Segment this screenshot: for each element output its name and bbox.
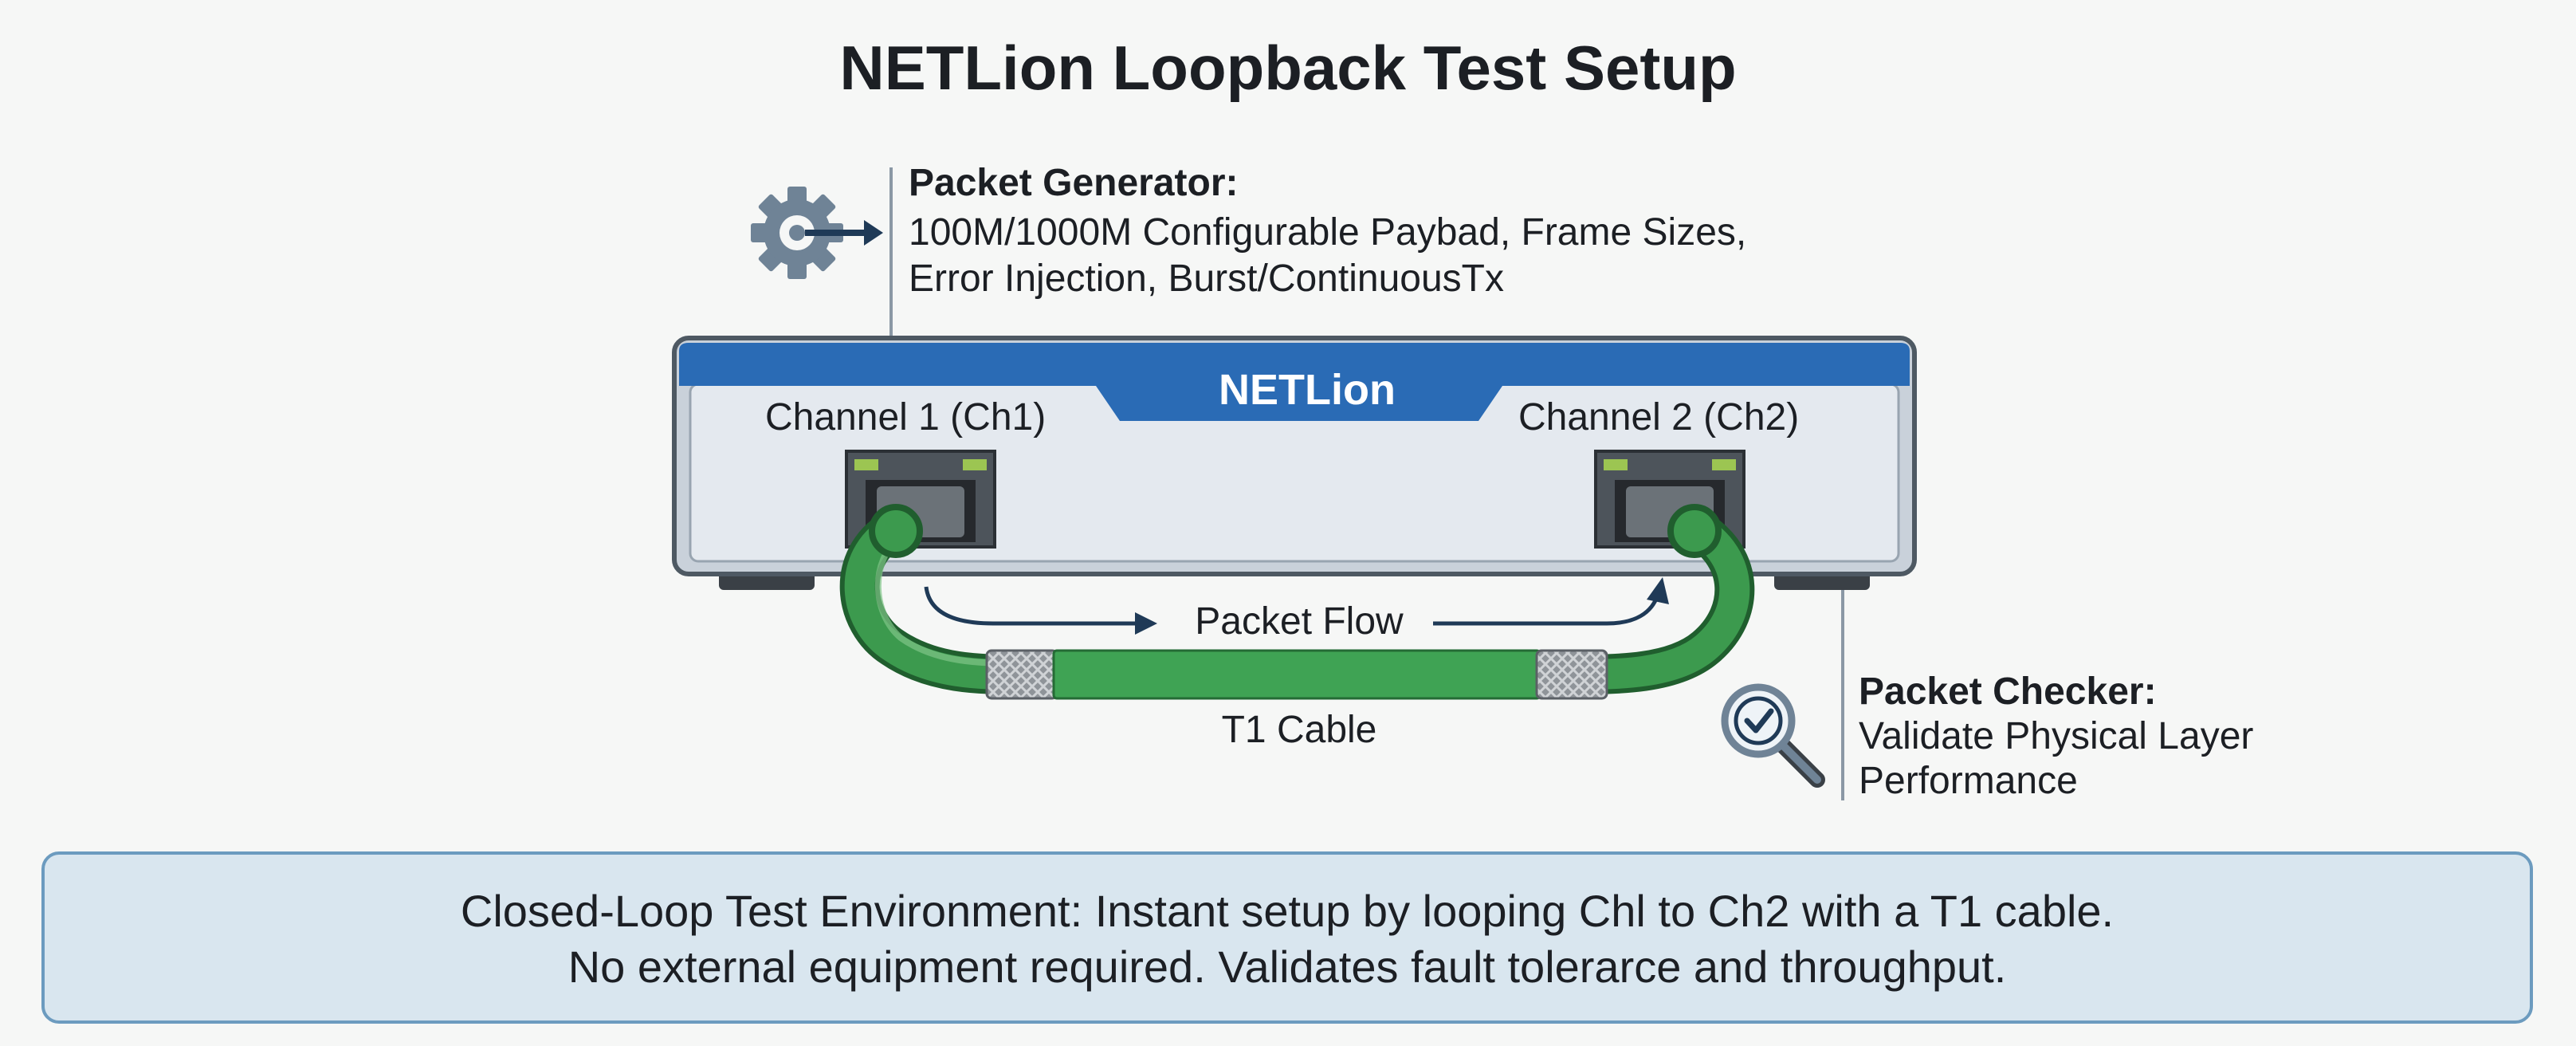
gear-arrow-icon	[751, 187, 883, 279]
cable-braid-left	[985, 649, 1058, 700]
packet-flow-arrow-right	[1433, 594, 1660, 626]
packet-flow-arrow-left	[924, 586, 1138, 626]
cable-plug-left	[869, 504, 923, 558]
checker-title: Packet Checker:	[1859, 670, 2157, 713]
device-brand-label: NETLion	[1219, 366, 1396, 414]
generator-desc-line-2: Error Injection, Burst/ContinuousTx	[909, 258, 1504, 300]
footer-line-2: No external equipment required. Validate…	[567, 942, 2007, 992]
channel-2-label: Channel 2 (Ch2)	[1518, 396, 1800, 438]
channel-1-label: Channel 1 (Ch1)	[765, 396, 1046, 438]
t1-cable-label: T1 Cable	[1221, 709, 1377, 751]
generator-desc-line-1: 100M/1000M Configurable Paybad, Frame Si…	[909, 211, 1747, 254]
packet-flow-label: Packet Flow	[1195, 600, 1404, 643]
device-brand-band	[679, 343, 1910, 421]
magnifier-check-icon	[1721, 683, 1825, 788]
generator-title: Packet Generator:	[909, 162, 1239, 204]
footer-line-1: Closed-Loop Test Environment: Instant se…	[460, 886, 2115, 936]
diagram-title: NETLion Loopback Test Setup	[839, 33, 1737, 103]
cable-plug-right	[1667, 504, 1722, 558]
checker-desc-line-1: Validate Physical Layer	[1859, 715, 2254, 757]
cable-green-sleeve	[1052, 649, 1541, 700]
cable-braid-right	[1535, 649, 1608, 700]
footer-info-box: Closed-Loop Test Environment: Instant se…	[41, 851, 2533, 1024]
checker-desc-line-2: Performance	[1859, 760, 2078, 802]
